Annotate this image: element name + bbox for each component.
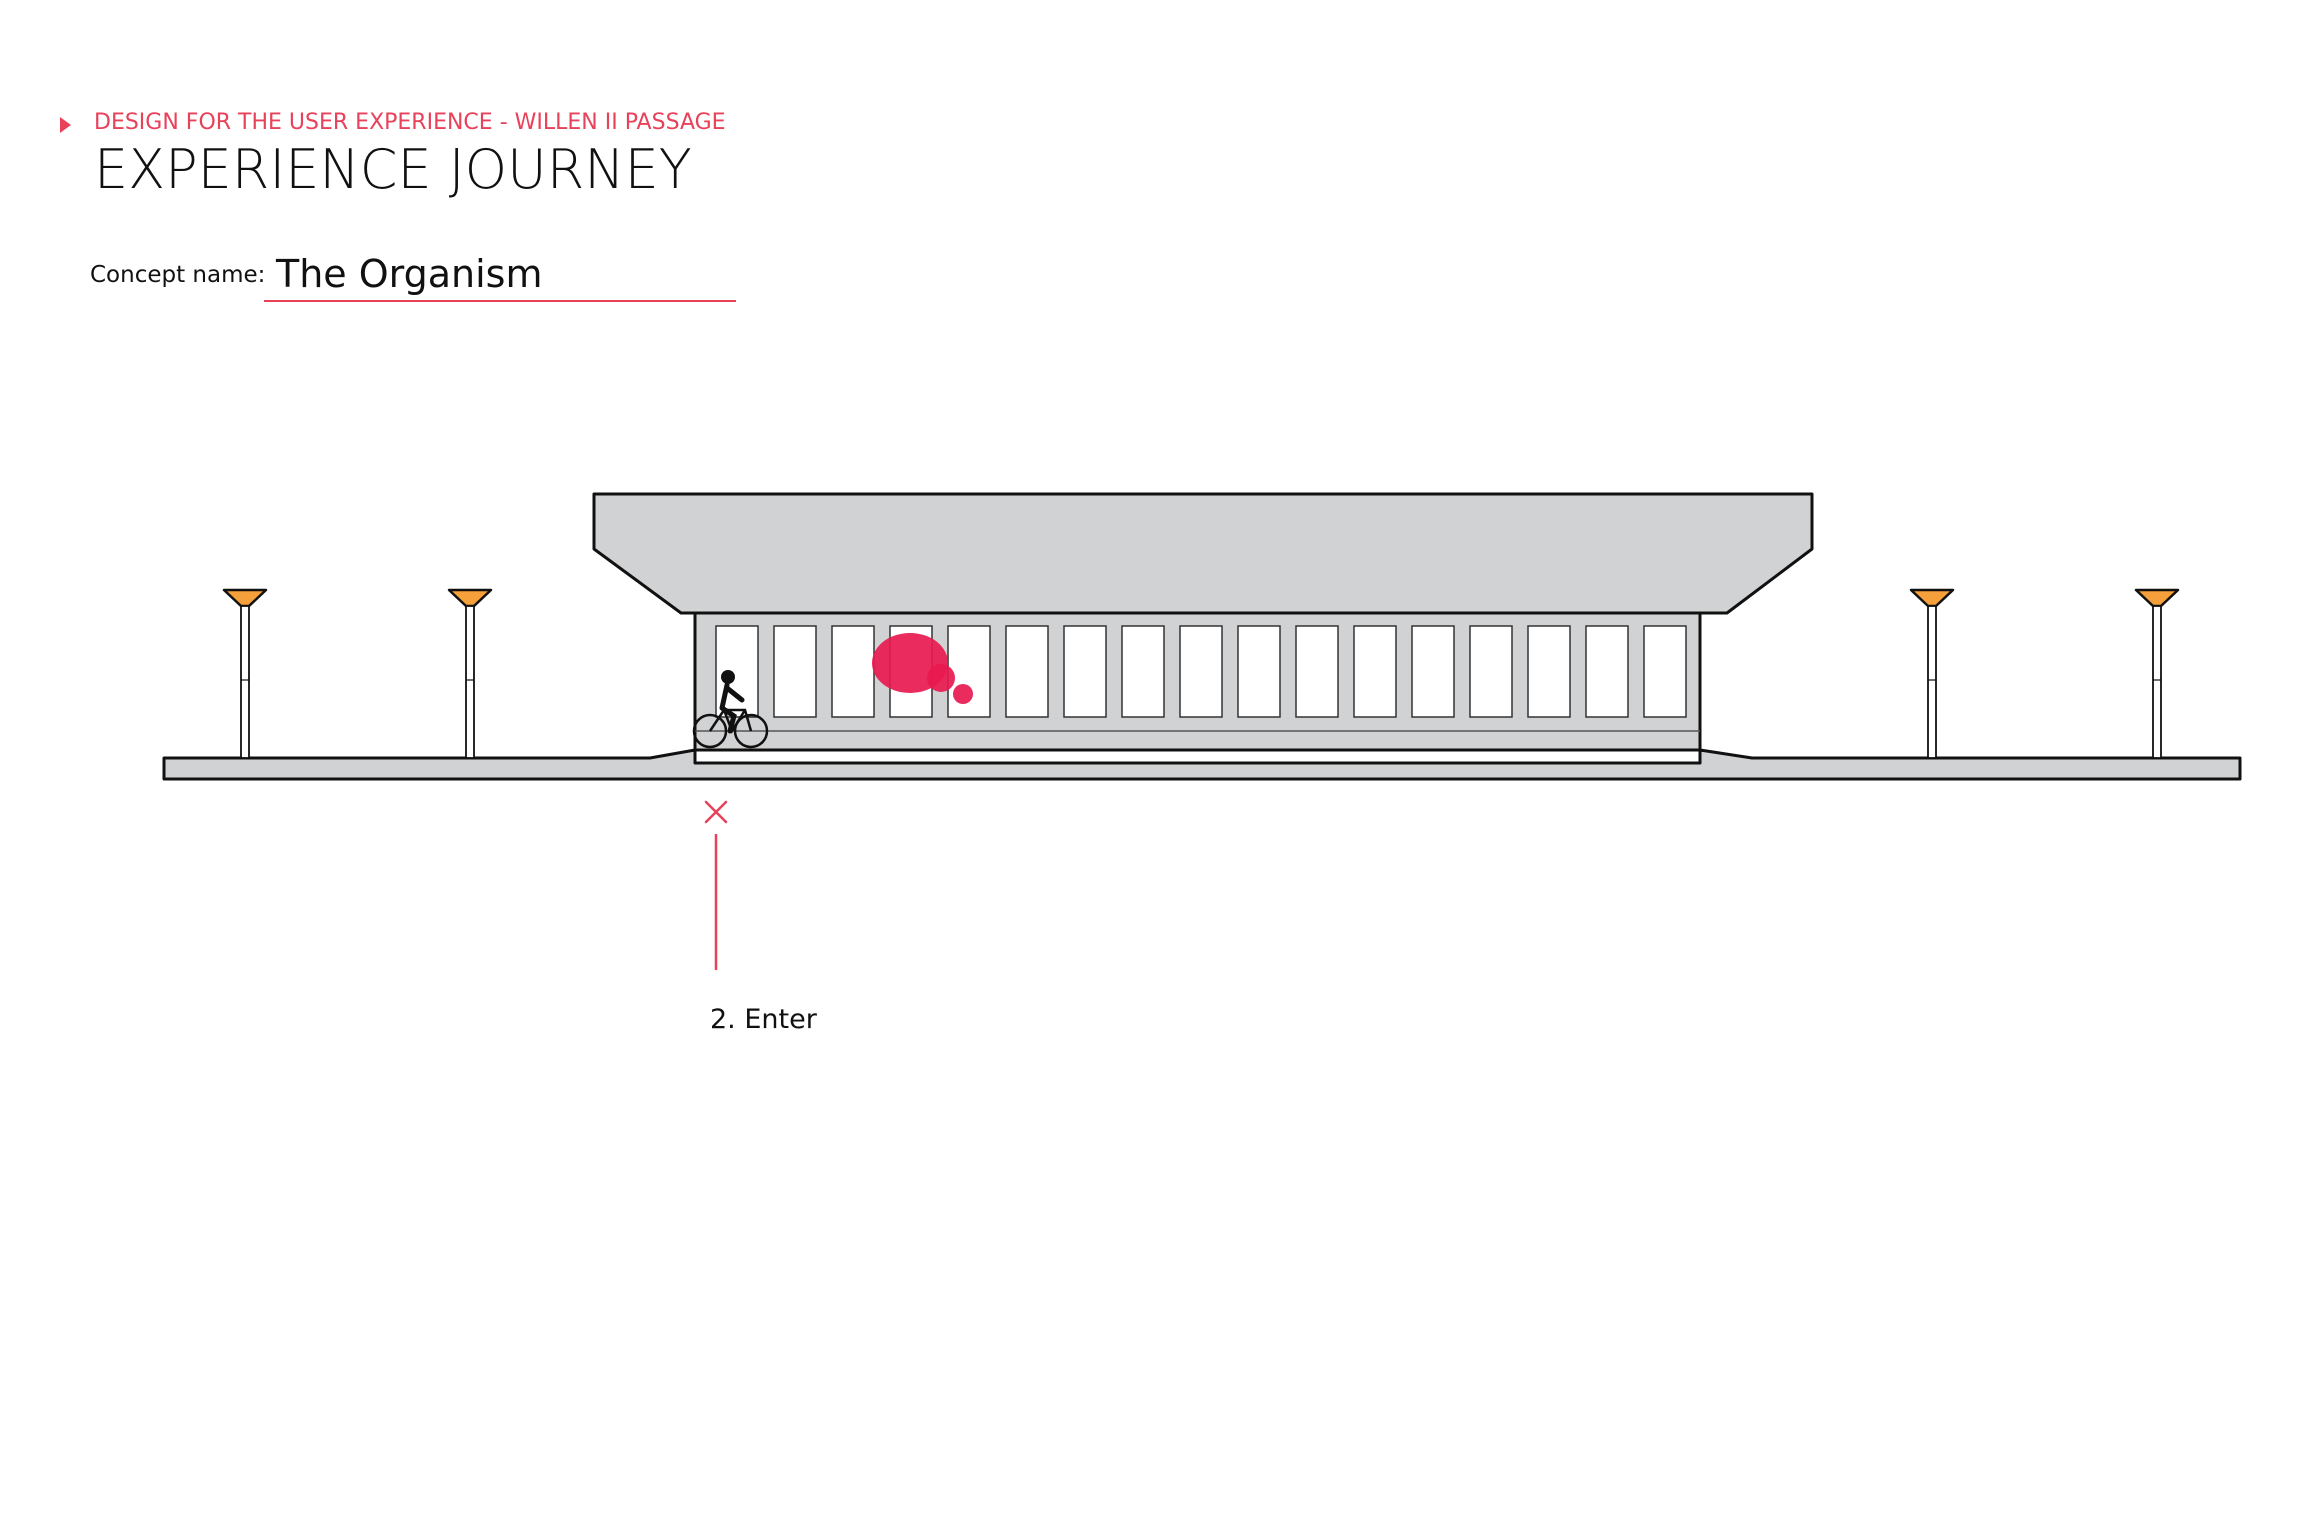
concept-name-value: The Organism — [276, 252, 543, 296]
cyclist-icon — [692, 670, 769, 749]
window-panel — [773, 625, 817, 718]
window-panel — [1063, 625, 1107, 718]
window-panel — [1527, 625, 1571, 718]
window-panel — [1237, 625, 1281, 718]
window-panel — [1005, 625, 1049, 718]
page-title: EXPERIENCE JOURNEY — [94, 138, 692, 201]
window-panel — [831, 625, 875, 718]
street-lamp-icon — [447, 588, 493, 759]
window-panel — [1179, 625, 1223, 718]
close-x-icon — [704, 800, 728, 824]
section-subtitle: DESIGN FOR THE USER EXPERIENCE - WILLEN … — [94, 110, 726, 135]
concept-name-underline — [264, 300, 736, 302]
window-panel — [1353, 625, 1397, 718]
window-panel — [1469, 625, 1513, 718]
window-panel — [1121, 625, 1165, 718]
street-lamp-icon — [1909, 588, 1955, 759]
triangle-arrow-icon — [60, 117, 71, 133]
window-panel — [1411, 625, 1455, 718]
street-lamp-icon — [222, 588, 268, 759]
bridge-deck — [592, 492, 1814, 615]
window-panel — [1643, 625, 1687, 718]
street-lamp-icon — [2134, 588, 2180, 759]
window-panels — [715, 625, 1687, 718]
window-panel — [1295, 625, 1339, 718]
journey-step-label: 2. Enter — [710, 1004, 817, 1035]
concept-name-label: Concept name: — [90, 262, 266, 288]
window-panel — [947, 625, 991, 718]
window-panel — [1585, 625, 1629, 718]
organism-blob — [872, 633, 973, 704]
